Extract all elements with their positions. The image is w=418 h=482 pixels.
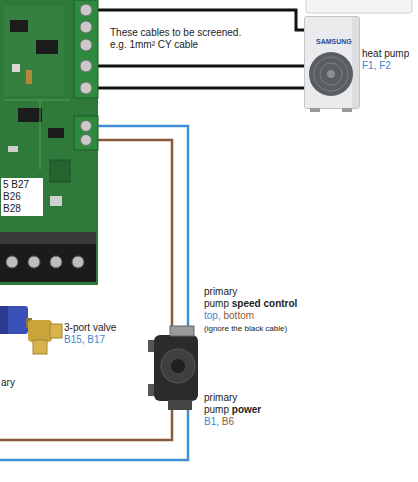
terminal-screw <box>50 256 62 268</box>
pump-body <box>154 335 198 401</box>
trace <box>40 100 41 170</box>
text-line: 5 B27 B26 B28 <box>1 178 43 216</box>
terminal-screw <box>80 21 92 33</box>
text-line: top,bottom <box>204 310 254 322</box>
heat-pump-illustration <box>304 16 360 112</box>
unit-foot <box>310 108 320 112</box>
grille-ring <box>314 57 348 91</box>
node-text: speed control <box>232 298 298 309</box>
terminal-strip <box>0 232 96 282</box>
component <box>12 64 20 72</box>
node-text: B6 <box>222 416 234 427</box>
signal-connector <box>170 326 194 336</box>
terminal-screw <box>80 4 92 16</box>
three-port-valve: 3-port valveB15, B17 <box>0 304 62 356</box>
valve-port <box>50 324 62 338</box>
text-line: primary <box>204 286 237 298</box>
indoor-unit <box>306 0 412 13</box>
node-text: 3-port valve <box>64 322 116 333</box>
terminal-block <box>74 0 98 98</box>
cable <box>98 87 304 90</box>
actuator-shade <box>0 306 8 334</box>
chip <box>48 128 64 138</box>
pump-button <box>171 359 185 373</box>
node-text: primary <box>204 286 237 297</box>
blue-wire <box>0 408 188 460</box>
terminal-screw <box>80 39 92 51</box>
control-board: 5 B27 B26 B28 <box>0 0 98 285</box>
text-line: (ignore the black cable) <box>204 322 287 335</box>
component <box>50 196 62 206</box>
cable <box>98 140 172 326</box>
heat-pump-unit: heat pumpF1, F2 <box>304 16 360 112</box>
pump-face <box>161 349 195 383</box>
chip <box>18 108 42 122</box>
chip <box>36 40 58 54</box>
fan-grille <box>309 52 353 96</box>
node-text: pump <box>204 404 229 415</box>
terminal-screw <box>81 135 92 146</box>
pcb-area <box>4 6 64 96</box>
cable <box>98 65 304 68</box>
node-text: heat pump <box>362 48 409 59</box>
text-line: pumpspeed control <box>204 298 297 310</box>
text-line: 3-port valve <box>64 322 116 334</box>
terminal-screw <box>6 256 18 268</box>
terminal-screw <box>81 121 92 132</box>
unit-side <box>352 17 359 108</box>
terminal-screw <box>72 256 84 268</box>
terminal-screw <box>80 82 92 94</box>
valve-illustration <box>0 304 62 356</box>
text-line: B15, B17 <box>64 334 105 346</box>
node-text: F1, F2 <box>362 60 391 71</box>
node-text: B15, B17 <box>64 334 105 345</box>
label-patch: 5 B27 B26 B28 <box>1 178 43 216</box>
valve-body <box>28 320 52 342</box>
node-text: 5 B27 B26 B28 <box>3 179 29 214</box>
trace <box>4 100 70 101</box>
cable <box>98 126 188 326</box>
text-line: primary <box>204 392 237 404</box>
text-line: B1,B6 <box>204 416 234 428</box>
cut-off-text: ary <box>1 377 15 389</box>
terminal-screw <box>80 60 92 72</box>
component <box>26 70 32 84</box>
text-line: heat pump <box>362 48 409 60</box>
text-line: F1, F2 <box>362 60 391 72</box>
node-text: B1, <box>204 416 219 427</box>
text-line: pumppower <box>204 404 261 416</box>
chip <box>10 20 28 32</box>
node-text: (ignore the black cable) <box>204 324 287 333</box>
brown-wire <box>0 408 172 440</box>
unit-casing <box>305 17 360 109</box>
node-text: top, <box>204 310 221 321</box>
pcb-illustration <box>0 0 98 285</box>
valve-port <box>33 340 47 354</box>
unit-foot <box>342 108 352 112</box>
grille-ring <box>320 63 342 85</box>
terminal-strip-top <box>0 232 96 244</box>
fan-hub <box>327 70 335 78</box>
pcb-board <box>0 0 98 285</box>
cable-note: These cables to be screened. e.g. 1mm² C… <box>110 27 250 51</box>
circulation-pump: primarypumpspeed controltop,bottom(ignor… <box>148 326 202 410</box>
node-text: primary <box>204 392 237 403</box>
terminal-block <box>74 116 98 150</box>
node-text: pump <box>204 298 229 309</box>
terminal-screw <box>28 256 40 268</box>
valve-actuator <box>0 306 28 334</box>
node-text: bottom <box>223 310 254 321</box>
node-text: power <box>232 404 261 415</box>
brand-mark: SAMSUNG <box>316 37 352 46</box>
pump-illustration <box>148 326 202 410</box>
power-connector <box>168 400 192 410</box>
component <box>8 146 18 152</box>
component <box>50 160 70 182</box>
